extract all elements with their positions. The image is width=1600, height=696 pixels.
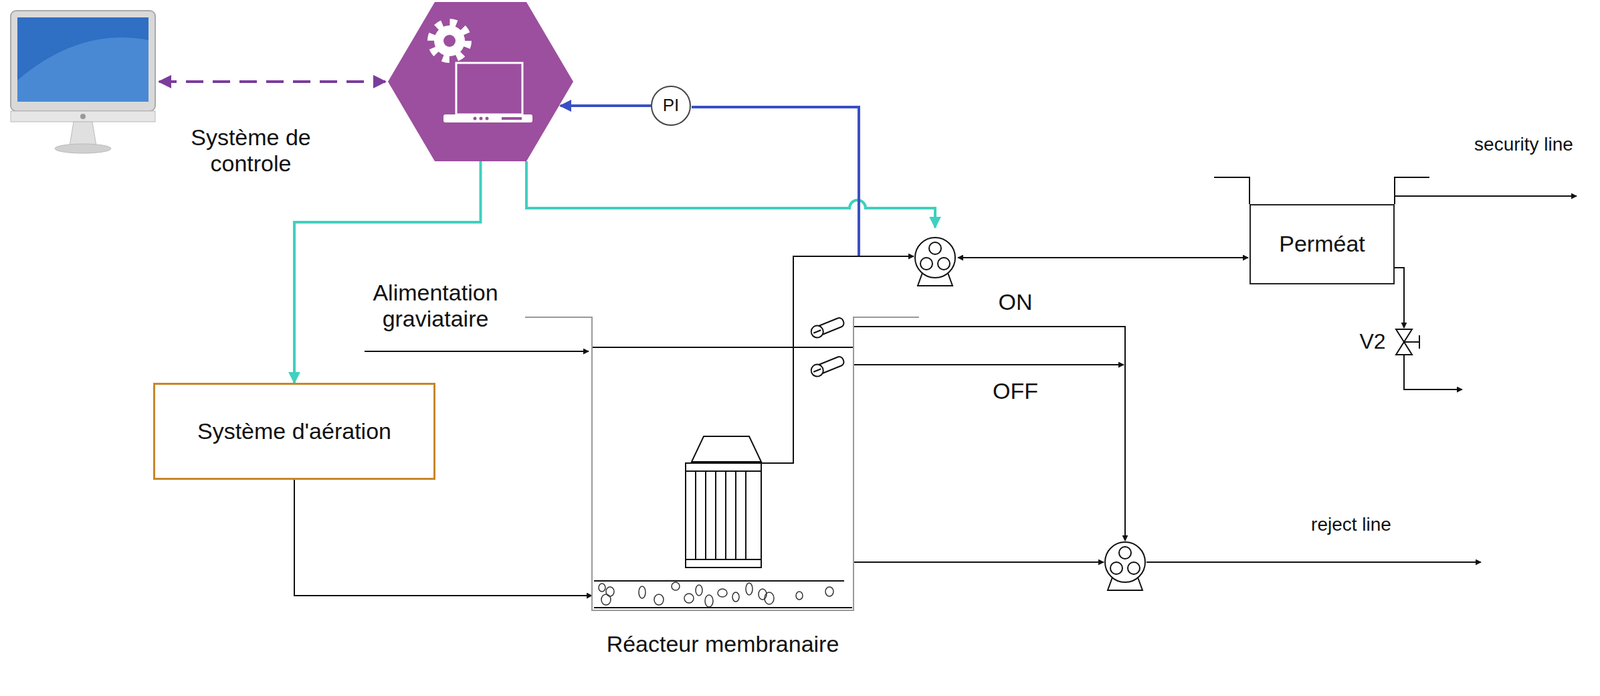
reactor-tank: Réacteur membranaire xyxy=(591,316,854,611)
diffuser xyxy=(593,579,845,582)
measurement-line xyxy=(691,107,859,257)
monitor-icon xyxy=(10,10,156,154)
reject-line xyxy=(1146,561,1481,563)
annotation-label: ON xyxy=(998,288,1033,316)
annotation-label: security line xyxy=(1474,133,1574,156)
instrument-bubble: PI xyxy=(650,85,691,126)
drain-line xyxy=(1394,267,1405,328)
controller-hexagon: Système de controle xyxy=(387,2,574,162)
process-box: Système d'aération xyxy=(153,382,436,480)
feed-line xyxy=(591,346,854,348)
signal-line xyxy=(854,326,1126,541)
hexagon-shape xyxy=(387,2,574,162)
node-label: Système d'aération xyxy=(197,418,392,445)
tank-outline xyxy=(525,316,921,613)
feed-line xyxy=(364,350,589,352)
connector xyxy=(560,104,651,108)
control-signal xyxy=(526,161,936,228)
annotation-label: V2 xyxy=(1359,329,1386,354)
membrane-module xyxy=(685,436,762,568)
security-line xyxy=(1394,195,1577,197)
connector xyxy=(294,161,481,383)
drain-line xyxy=(1404,354,1463,390)
connector xyxy=(294,479,592,596)
level-sensor xyxy=(809,315,846,340)
diffuser xyxy=(593,606,853,609)
pump-symbol xyxy=(1105,541,1146,590)
signal-line xyxy=(854,363,1124,366)
annotation-label: OFF xyxy=(992,377,1039,405)
tank-wall xyxy=(1214,177,1250,205)
data-link xyxy=(159,80,386,83)
permeate-line xyxy=(957,256,1249,259)
valve-symbol xyxy=(1395,329,1420,355)
process-box: Perméat xyxy=(1249,204,1395,285)
node-label: Perméat xyxy=(1278,230,1366,257)
pump-symbol xyxy=(915,237,956,286)
suction-line xyxy=(719,256,914,463)
node-caption: Réacteur membranaire xyxy=(565,630,881,657)
bubbles xyxy=(598,581,834,607)
annotation-label: reject line xyxy=(1311,513,1392,536)
annotation-label: Alimentation graviataire xyxy=(345,279,526,332)
tank-wall xyxy=(1394,177,1430,205)
node-label: PI xyxy=(662,95,680,116)
level-sensor xyxy=(809,353,846,378)
outlet-line xyxy=(853,561,1104,563)
node-caption: Système de controle xyxy=(167,124,335,177)
